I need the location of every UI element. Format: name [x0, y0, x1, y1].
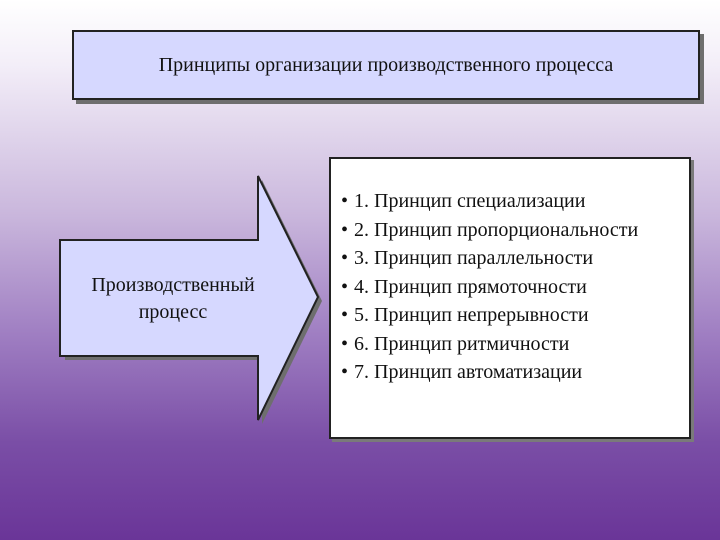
principle-item: 6. Принцип ритмичности	[341, 330, 689, 359]
principle-item: 5. Принцип непрерывности	[341, 301, 689, 330]
title-text: Принципы организации производственного п…	[158, 53, 614, 76]
principles-box: 1. Принцип специализации 2. Принцип проп…	[329, 157, 691, 439]
arrow-label: Производственный процесс	[91, 274, 255, 323]
title-box: Принципы организации производственного п…	[72, 30, 700, 100]
principles-list: 1. Принцип специализации 2. Принцип проп…	[341, 187, 689, 387]
principle-item: 4. Принцип прямоточности	[341, 273, 689, 302]
arrow-shape	[59, 175, 320, 421]
principle-item: 2. Принцип пропорциональности	[341, 216, 689, 245]
principle-item: 7. Принцип автоматизации	[341, 358, 689, 387]
principle-item: 3. Принцип параллельности	[341, 244, 689, 273]
principle-item: 1. Принцип специализации	[341, 187, 689, 216]
